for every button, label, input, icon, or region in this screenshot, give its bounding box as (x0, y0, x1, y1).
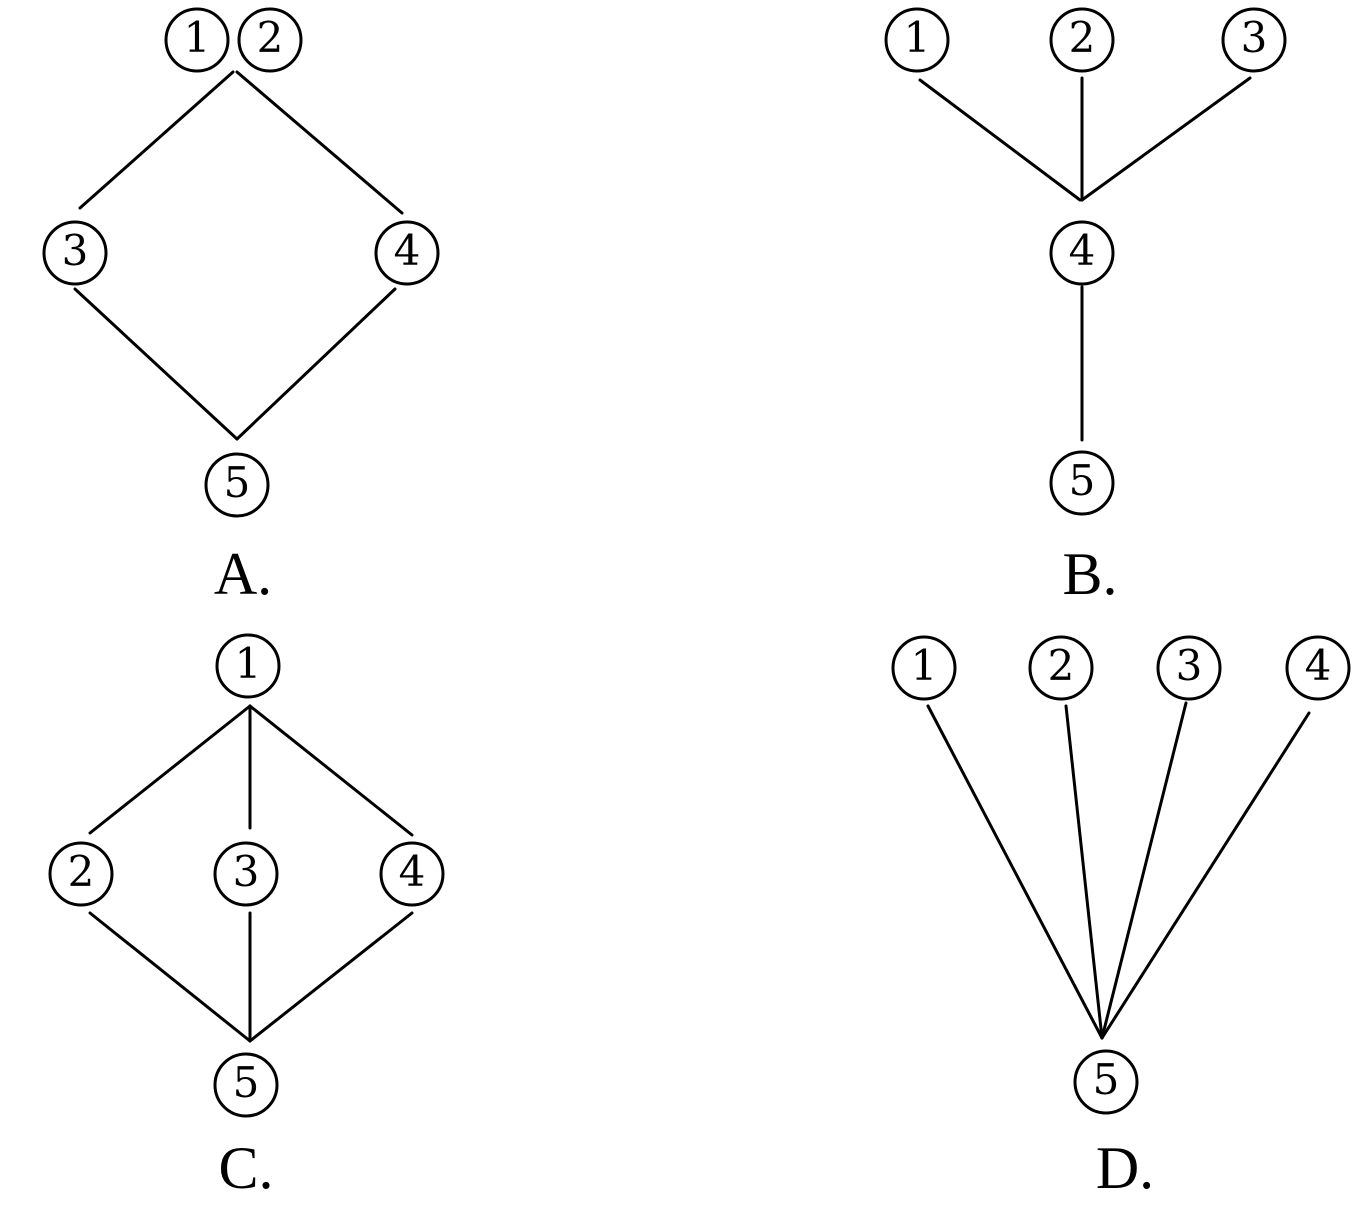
node-b-5-label: 5 (1069, 456, 1096, 505)
node-c-4: 4 (379, 841, 445, 907)
node-c-4-label: 4 (399, 847, 426, 896)
node-b-2-label: 2 (1069, 13, 1096, 62)
edge-b-1-4 (918, 78, 1082, 202)
node-d-2: 2 (1028, 635, 1094, 701)
node-d-3: 3 (1156, 635, 1222, 701)
edge-a-12-3 (78, 70, 235, 210)
edge-a-12-4 (235, 70, 404, 215)
edge-d-4-5 (1100, 711, 1311, 1040)
node-a-1: 1 (164, 7, 230, 73)
node-d-1: 1 (891, 635, 957, 701)
node-a-1-label: 1 (184, 13, 211, 62)
caption-a: A. (214, 541, 272, 607)
edge-c-1-4 (248, 704, 414, 837)
node-d-5-label: 5 (1093, 1055, 1120, 1104)
node-a-5-label: 5 (224, 458, 251, 507)
edge-d-2-5 (1064, 704, 1104, 1040)
node-d-1-label: 1 (911, 641, 938, 690)
edge-b-3-4 (1080, 76, 1252, 202)
panel-b: 1 2 3 4 5 B. (884, 7, 1287, 607)
node-a-5: 5 (204, 452, 270, 518)
node-b-1: 1 (884, 7, 950, 73)
node-c-2: 2 (48, 841, 114, 907)
node-c-5: 5 (213, 1052, 279, 1118)
node-b-4-label: 4 (1069, 226, 1096, 275)
node-d-4: 4 (1285, 635, 1351, 701)
node-b-3: 3 (1221, 7, 1287, 73)
node-c-2-label: 2 (68, 847, 95, 896)
node-c-5-label: 5 (233, 1058, 260, 1107)
caption-d: D. (1096, 1135, 1154, 1201)
panel-c: 1 2 3 4 5 C. (48, 633, 445, 1201)
caption-b: B. (1062, 541, 1117, 607)
node-a-2-label: 2 (257, 13, 284, 62)
edge-c-4-5 (248, 911, 414, 1043)
node-c-1: 1 (215, 633, 281, 699)
node-a-4: 4 (374, 220, 440, 286)
node-b-2: 2 (1049, 7, 1115, 73)
node-d-4-label: 4 (1305, 641, 1332, 690)
node-b-1-label: 1 (904, 13, 931, 62)
panel-a: 1 2 3 4 5 A. (42, 7, 440, 607)
edge-a-3-5 (73, 287, 239, 441)
node-a-2: 2 (237, 7, 303, 73)
node-b-3-label: 3 (1241, 13, 1268, 62)
node-a-4-label: 4 (394, 226, 421, 275)
node-b-5: 5 (1049, 450, 1115, 516)
edge-d-3-5 (1100, 701, 1188, 1040)
caption-c: C. (218, 1135, 273, 1201)
node-b-4: 4 (1049, 220, 1115, 286)
edge-d-1-5 (926, 704, 1104, 1040)
panel-d: 1 2 3 4 5 D. (891, 635, 1351, 1201)
node-c-3-label: 3 (233, 847, 260, 896)
node-a-3-label: 3 (62, 226, 89, 275)
node-c-1-label: 1 (235, 639, 262, 688)
node-d-2-label: 2 (1048, 641, 1075, 690)
edge-c-2-5 (88, 911, 252, 1043)
edge-a-4-5 (235, 287, 397, 441)
node-c-3: 3 (213, 841, 279, 907)
node-d-5: 5 (1073, 1049, 1139, 1115)
node-a-3: 3 (42, 220, 108, 286)
edge-c-1-2 (88, 704, 252, 835)
node-d-3-label: 3 (1176, 641, 1203, 690)
